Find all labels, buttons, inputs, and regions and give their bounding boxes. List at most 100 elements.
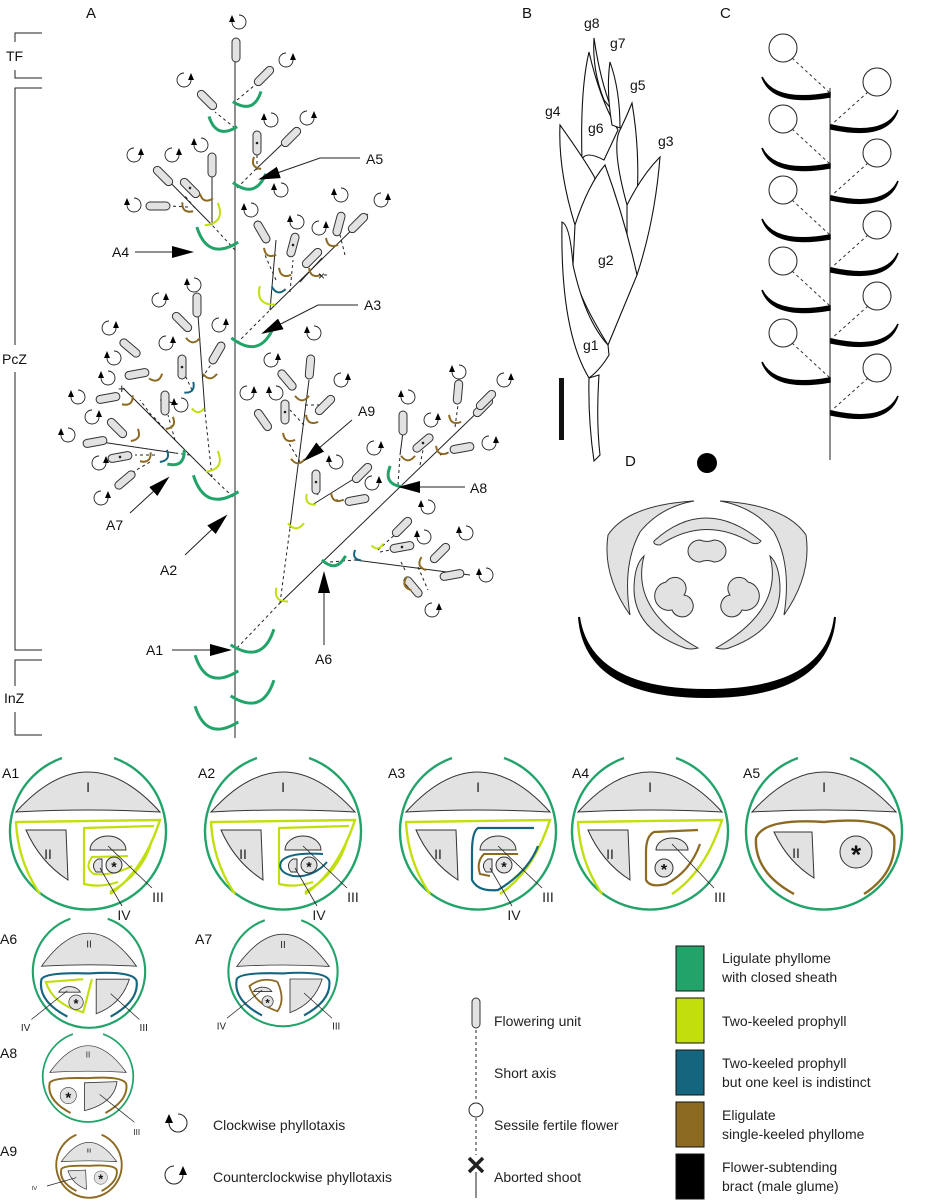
flower-circle <box>495 856 513 874</box>
flowering-unit <box>391 516 413 538</box>
glume-label: g1 <box>583 337 599 353</box>
section-arrows: A1 A2 A3 A4 A5 A6 A7 A8 A9 <box>106 151 487 667</box>
counterclockwise-icon <box>366 440 384 456</box>
glume-g1 <box>561 221 610 379</box>
phyllotaxis-arrowhead <box>176 148 182 155</box>
flower-circle <box>59 1087 77 1104</box>
organ-I <box>750 771 898 813</box>
organ-numeral: IV <box>217 1021 227 1032</box>
flowering-unit <box>253 220 271 244</box>
phyllotaxis-arrowhead <box>171 398 177 405</box>
swatch-ligulate <box>675 945 705 992</box>
flowering-unit <box>152 165 174 187</box>
phyllotaxis-arrowhead <box>170 336 176 343</box>
organ-III <box>289 978 323 1014</box>
spikelet-drawing <box>559 37 661 463</box>
floral-diagram <box>578 453 836 699</box>
brown-phyllome <box>165 416 176 430</box>
flowering-unit <box>351 462 373 484</box>
ligulate-phyllome <box>570 756 730 911</box>
brown-phyllome <box>290 458 306 465</box>
glume-label: g2 <box>598 252 614 268</box>
counterclockwise-icon <box>299 110 317 126</box>
stamen <box>720 576 760 618</box>
leader-line <box>497 845 543 889</box>
leader-line <box>31 990 68 1020</box>
lime-phyllome <box>287 522 305 530</box>
flower-subtending-bract <box>761 147 831 172</box>
clockwise-icon <box>304 325 322 341</box>
flowering-unit <box>106 417 128 439</box>
organ-numeral: III <box>152 889 164 905</box>
flowering-unit <box>253 408 273 432</box>
flower-subtending-bract <box>830 395 899 420</box>
short-axis <box>286 439 301 463</box>
flowering-unit-body <box>208 341 226 365</box>
flowering-unit <box>452 379 464 405</box>
sessile-flower-dot <box>314 480 318 484</box>
sessile-flower <box>862 210 892 240</box>
clockwise-icon <box>398 389 416 405</box>
inz-bracket <box>14 659 42 736</box>
brown-phyllome <box>400 455 416 462</box>
flowering-unit <box>429 542 451 564</box>
arrow-a3 <box>261 304 358 334</box>
flowering-unit <box>119 338 141 358</box>
phyllotaxis-arc <box>173 397 189 413</box>
glume-label: g8 <box>584 15 600 31</box>
zone-label-tf: TF <box>6 48 23 64</box>
organ-numeral: IV <box>21 1023 31 1034</box>
phyllotaxis-arrowhead <box>449 365 455 372</box>
leader-line <box>294 867 318 907</box>
clockwise-icon <box>261 112 279 128</box>
legend-prophyll-ind-1: Two-keeled prophyll <box>722 1055 847 1071</box>
phyllotaxis-arrowhead <box>323 221 329 228</box>
organ-top <box>235 933 331 967</box>
green-phyllome <box>207 115 238 133</box>
flowering-unit <box>231 37 241 63</box>
axis-dot <box>697 453 717 473</box>
phyllotaxis-arrowhead <box>345 373 351 380</box>
leader-line <box>303 992 333 1019</box>
phyllotaxis-arrowhead <box>331 188 337 195</box>
phyllotaxis-arrowhead <box>304 326 310 333</box>
phyllotaxis-arc <box>60 427 76 443</box>
ligulate-phyllome <box>227 919 339 1028</box>
short-axis <box>169 205 189 208</box>
legend-bract-2: bract (male glume) <box>722 1178 839 1194</box>
flowering-unit <box>314 394 336 416</box>
branch-axis <box>299 257 323 283</box>
phyllotaxis-arrowhead <box>418 500 424 507</box>
eligulate-phyllome <box>754 819 896 896</box>
arrow-label-a5: A5 <box>366 151 383 167</box>
green-phyllome <box>386 465 403 489</box>
flower-circle <box>105 856 123 874</box>
organ-II <box>587 829 631 881</box>
organ-numeral: III <box>140 1023 148 1034</box>
organ-III <box>95 978 130 1015</box>
short-axis <box>139 399 156 421</box>
lime-phyllome <box>305 493 316 506</box>
flowering-unit-body <box>347 212 369 234</box>
short-axis <box>151 414 169 434</box>
cross-section-a5: III* <box>744 756 904 911</box>
asterisk: * <box>661 862 668 879</box>
flowering-unit-body <box>429 542 451 564</box>
flowering-unit <box>332 211 346 237</box>
phyllotaxis-arc <box>186 277 202 293</box>
clockwise-icon <box>241 202 259 218</box>
eligulate-phyllome <box>60 1164 118 1192</box>
cross-section-a9: III*IV <box>32 1133 123 1199</box>
phyllotaxis-arc <box>289 214 305 230</box>
brown-phyllome <box>282 432 296 443</box>
panel-label-b: B <box>522 5 532 22</box>
phyllotaxis-arc <box>231 14 247 30</box>
arrow-label-a9: A9 <box>358 403 375 419</box>
flowering-unit <box>124 368 150 380</box>
legend-eligulate-2: single-keeled phyllome <box>722 1126 865 1142</box>
phyllotaxis-arc <box>328 454 344 470</box>
phyllotaxis-arrowhead <box>113 321 119 328</box>
section-label: A1 <box>2 765 19 781</box>
flowering-unit-body <box>114 470 136 490</box>
